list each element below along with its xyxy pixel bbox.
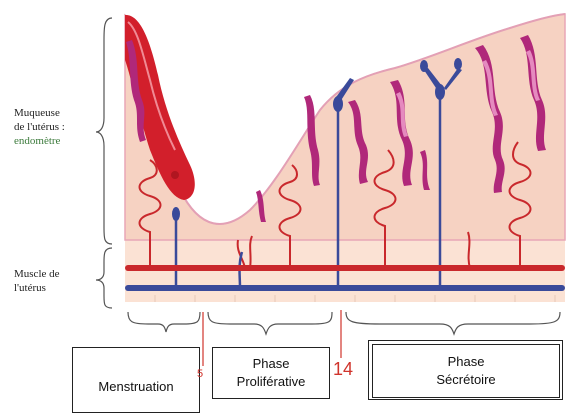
bottom-braces [128,312,560,334]
phase-proliferative-box: Phase Proliférative [212,347,330,399]
phase-proliferative-line2: Proliférative [237,373,306,391]
mucosa-label-line1: Muqueuse [14,106,104,120]
phase-secretoire-line2: Sécrétoire [436,371,495,389]
muscle-label-line1: Muscle de [14,267,84,281]
phase-secretoire-line1: Phase [448,353,485,371]
mucosa-label: Muqueuse de l'utérus : endomètre [14,106,104,148]
phase-menstruation-box: Menstruation [72,347,200,413]
phase-proliferative-line1: Phase [253,355,290,373]
basal-artery [125,265,565,271]
phase-secretoire-box: Phase Sécrétoire [372,344,560,398]
day-14-label: 14 [333,359,353,380]
brace-menstruation [128,312,200,332]
mucosa-label-line2: de l'utérus : [14,120,104,134]
phase-menstruation-label: Menstruation [98,379,173,394]
brace-muscle [96,248,112,308]
basal-vein [125,285,565,291]
muscle-label: Muscle de l'utérus [14,267,84,295]
day-5-label: 5 [197,368,203,380]
left-braces [96,18,112,308]
mucosa-label-line3: endomètre [14,134,104,148]
brace-secretoire [346,312,560,334]
brace-proliferative [208,312,332,334]
muscle-label-line2: l'utérus [14,281,84,295]
